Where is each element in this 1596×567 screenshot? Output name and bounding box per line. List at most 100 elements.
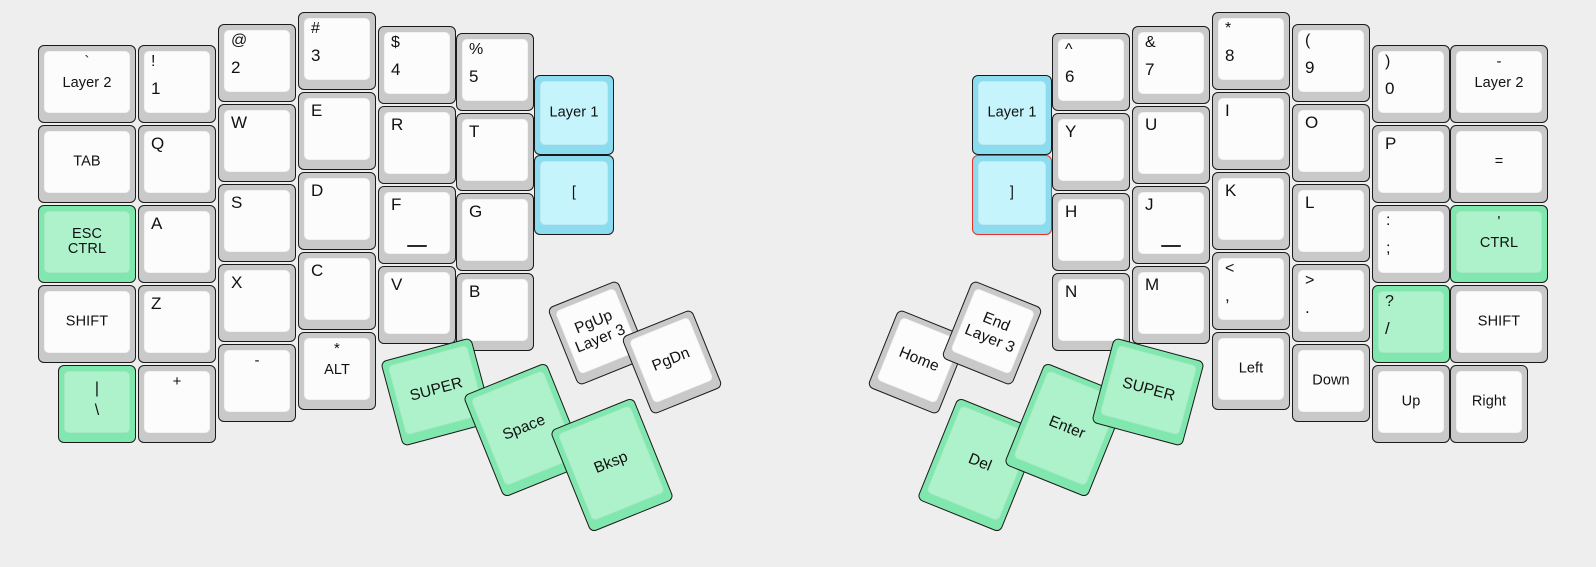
keycap-z[interactable]: Z: [138, 285, 216, 363]
key-legend-primary: 6: [1065, 67, 1075, 86]
key-legend-primary: ;: [1386, 240, 1391, 257]
keycap-esc-ctrl[interactable]: ESC CTRL: [38, 205, 136, 283]
keycap-6[interactable]: ^6: [1052, 33, 1130, 111]
keycap-surface: D: [304, 178, 370, 240]
keycap-minus-layer2[interactable]: -Layer 2: [1450, 45, 1548, 123]
keycap-7[interactable]: &7: [1132, 26, 1210, 104]
keycap-pgdn[interactable]: PgDn: [621, 308, 723, 416]
keycap-surface: +: [144, 371, 210, 433]
keycap-4[interactable]: $4: [378, 26, 456, 104]
keycap-end-layer3[interactable]: End Layer 3: [941, 279, 1043, 387]
keycap-alt[interactable]: *ALT: [298, 332, 376, 410]
keycap-quote-ctrl[interactable]: 'CTRL: [1450, 205, 1548, 283]
keycap-surface: PgDn: [628, 316, 714, 404]
keycap-m[interactable]: M: [1132, 266, 1210, 344]
keycap-right[interactable]: Right: [1450, 365, 1528, 443]
key-legend-shifted: *: [1225, 20, 1232, 37]
keycap-plus[interactable]: +: [138, 365, 216, 443]
keycap-grave-layer2[interactable]: `Layer 2: [38, 45, 136, 123]
keycap-surface: [: [540, 161, 608, 225]
keycap-h[interactable]: H: [1052, 193, 1130, 271]
keycap-surface: Layer 1: [978, 81, 1046, 145]
keycap-t[interactable]: T: [456, 113, 534, 191]
keycap-5[interactable]: %5: [456, 33, 534, 111]
keycap-9[interactable]: (9: [1292, 24, 1370, 102]
key-legend-shifted: <: [1225, 260, 1235, 277]
keycap-u[interactable]: U: [1132, 106, 1210, 184]
keycap-0[interactable]: )0: [1372, 45, 1450, 123]
keycap-surface: C: [304, 258, 370, 320]
keycap-d[interactable]: D: [298, 172, 376, 250]
key-legend-primary: W: [231, 113, 248, 132]
keycap-surface: Up: [1378, 371, 1444, 433]
keycap-surface: P: [1378, 131, 1444, 193]
keycap-w[interactable]: W: [218, 104, 296, 182]
keycap-surface: O: [1298, 110, 1364, 172]
keycap-s[interactable]: S: [218, 184, 296, 262]
key-legend-primary: S: [231, 193, 243, 212]
keycap-surface: (9: [1298, 30, 1364, 92]
keycap-k[interactable]: K: [1212, 172, 1290, 250]
keycap-e[interactable]: E: [298, 92, 376, 170]
keycap-2[interactable]: @2: [218, 24, 296, 102]
keycap-surface: =: [1456, 131, 1542, 193]
key-legend-primary: Layer 1: [549, 104, 599, 121]
keycap-equal[interactable]: =: [1450, 125, 1548, 203]
keycap-shift-right[interactable]: SHIFT: [1450, 285, 1548, 363]
keycap-x[interactable]: X: [218, 264, 296, 342]
keycap-p[interactable]: P: [1372, 125, 1450, 203]
key-legend-primary: Up: [1401, 393, 1421, 410]
keycap-g[interactable]: G: [456, 193, 534, 271]
keycap-layer1-right[interactable]: Layer 1: [972, 75, 1052, 155]
keycap-o[interactable]: O: [1292, 104, 1370, 182]
key-legend-primary: I: [1225, 101, 1230, 120]
keycap-surface: B: [462, 279, 528, 341]
keycap-f[interactable]: F: [378, 186, 456, 264]
keycap-i[interactable]: I: [1212, 92, 1290, 170]
keycap-comma[interactable]: <,: [1212, 252, 1290, 330]
key-legend-primary: P: [1385, 134, 1397, 153]
key-legend-primary: /: [1385, 319, 1390, 338]
keycap-a[interactable]: A: [138, 205, 216, 283]
keycap-layer1-left[interactable]: Layer 1: [534, 75, 614, 155]
keycap-1[interactable]: !1: [138, 45, 216, 123]
key-legend-primary: PgUp Layer 3: [572, 306, 628, 357]
keycap-bracket-right[interactable]: ]: [972, 155, 1052, 235]
keycap-surface: :;: [1378, 211, 1444, 273]
keycap-j[interactable]: J: [1132, 186, 1210, 264]
keycap-c[interactable]: C: [298, 252, 376, 330]
keycap-minus-left[interactable]: -: [218, 344, 296, 422]
keycap-semicolon[interactable]: :;: [1372, 205, 1450, 283]
keycap-y[interactable]: Y: [1052, 113, 1130, 191]
keycap-3[interactable]: #3: [298, 12, 376, 90]
keycap-l[interactable]: L: [1292, 184, 1370, 262]
key-legend-primary: 4: [391, 60, 401, 79]
keycap-surface: L: [1298, 190, 1364, 252]
key-legend-primary: ALT: [324, 362, 350, 378]
keycap-v[interactable]: V: [378, 266, 456, 344]
keycap-pipe-backslash[interactable]: | \: [58, 365, 136, 443]
keycap-q[interactable]: Q: [138, 125, 216, 203]
key-legend-shifted: (: [1305, 32, 1311, 49]
keycap-down[interactable]: Down: [1292, 344, 1370, 422]
keycap-up[interactable]: Up: [1372, 365, 1450, 443]
key-legend-shifted: $: [391, 34, 400, 51]
keycap-bracket-left[interactable]: [: [534, 155, 614, 235]
keycap-surface: Y: [1058, 119, 1124, 181]
key-legend-primary: End Layer 3: [962, 308, 1018, 357]
keycap-left[interactable]: Left: [1212, 332, 1290, 410]
keycap-surface: &7: [1138, 32, 1204, 94]
key-legend-primary: L: [1305, 193, 1315, 212]
key-legend-primary: X: [231, 273, 243, 292]
keycap-surface: >.: [1298, 270, 1364, 332]
keycap-r[interactable]: R: [378, 106, 456, 184]
keycap-tab[interactable]: TAB: [38, 125, 136, 203]
keycap-surface: ESC CTRL: [44, 211, 130, 273]
keycap-slash[interactable]: ?/: [1372, 285, 1450, 363]
keycap-shift-left[interactable]: SHIFT: [38, 285, 136, 363]
key-legend-primary: R: [391, 115, 404, 134]
keycap-period[interactable]: >.: [1292, 264, 1370, 342]
keycap-surface: S: [224, 190, 290, 252]
keycap-8[interactable]: *8: [1212, 12, 1290, 90]
keycap-surface: Q: [144, 131, 210, 193]
